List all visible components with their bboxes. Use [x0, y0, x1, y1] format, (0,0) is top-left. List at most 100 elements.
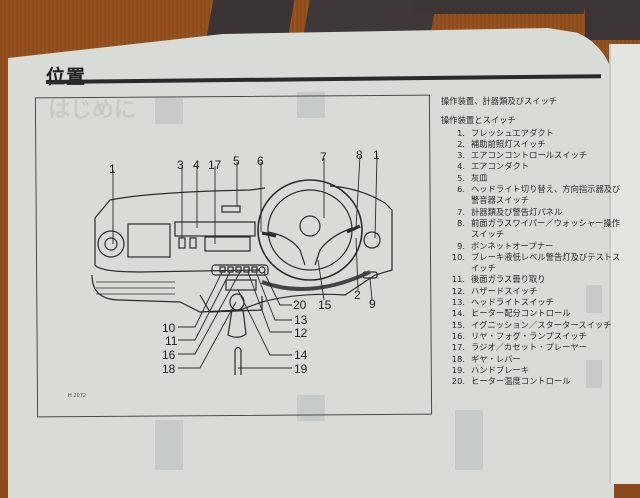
callout-14: 14 [294, 348, 308, 362]
legend-item: 11. 後面ガラス曇り取り [441, 274, 611, 285]
legend-item: 6. ヘッドライト切り替え、方向指示器及び [441, 184, 620, 195]
item-text: ボンネットオープナー [471, 240, 554, 251]
item-number: 19. [451, 364, 465, 375]
background-shadow [585, 0, 640, 40]
callout-6: 6 [257, 154, 264, 168]
legend-heading: 操作装置、計器類及びスイッチ [441, 96, 558, 106]
callout-12: 12 [294, 326, 308, 340]
callout-4: 4 [193, 158, 200, 172]
legend-item: 2. 補助前照灯スイッチ [441, 139, 611, 150]
callout-1: 1 [109, 162, 116, 176]
item-text: エアコンダクト [471, 161, 530, 172]
callout-16: 16 [162, 348, 176, 362]
item-text: ギヤ・レバー [471, 353, 521, 364]
item-text: イグニッション／スタータースイッチ [471, 319, 612, 330]
callout-17: 17 [208, 158, 222, 172]
legend-item: 9. ボンネットオープナー [441, 241, 611, 252]
item-text: ヘッドライトスイッチ [471, 297, 554, 308]
legend-item: 8. 前面ガラスワイパー／ウォッシャー操作 [441, 217, 620, 229]
callout-15: 15 [318, 298, 332, 312]
item-number: 11. [451, 274, 465, 285]
facing-page [611, 44, 640, 484]
legend-item: 19. ハンドブレーキ [441, 365, 611, 376]
legend-item: 7. 計器類及び警告灯パネル [441, 207, 611, 218]
ghost-icon-box [586, 360, 602, 388]
item-continuation: イッチ [471, 263, 496, 274]
legend-item: 20. ヒーター温度コントロール [441, 376, 611, 387]
figure-code: H 2072 [68, 393, 87, 399]
legend-item: 13. ヘッドライトスイッチ [441, 297, 611, 308]
callout-13: 13 [294, 313, 308, 327]
item-text: リヤ・フォグ・ランプスイッチ [471, 330, 587, 341]
callout-3: 3 [177, 158, 184, 172]
legend-item: 17. ラジオ／カセット・プレーヤー [441, 342, 611, 353]
item-text: ヒーター温度コントロール [471, 376, 571, 387]
legend-item: 5. 灰皿 [441, 173, 611, 184]
legend-list: 操作装置、計器類及びスイッチ 操作装置とスイッチ 1. フレッシュエアダクト 2.… [441, 96, 621, 387]
item-text: 後面ガラス曇り取り [471, 274, 546, 285]
callout-8: 8 [356, 148, 363, 162]
item-number: 12. [451, 285, 465, 296]
item-text: 前面ガラスワイパー／ウォッシャー操作 [471, 217, 621, 228]
callout-1b: 1 [373, 148, 380, 162]
item-text: フレッシュエアダクト [471, 127, 554, 138]
item-number: 2. [457, 138, 465, 149]
item-text: 灰皿 [471, 172, 488, 183]
item-text: 補助前照灯スイッチ [471, 138, 546, 149]
item-text: ハンドブレーキ [471, 364, 530, 375]
page-gutter [609, 44, 612, 484]
item-number: 20. [451, 376, 465, 387]
legend-item: 18. ギヤ・レバー [441, 354, 611, 365]
item-number: 1. [457, 127, 465, 138]
ghost-heading: はじめに [48, 98, 137, 123]
callout-18: 18 [162, 362, 176, 376]
item-text: ブレーキ液低レベル警告灯及びテストス [471, 251, 621, 262]
item-text: ヘッドライト切り替え、方向指示器及び [471, 184, 621, 195]
item-number: 14. [451, 308, 465, 319]
item-text: ヒーター配分コントロール [471, 308, 571, 319]
callout-19: 19 [294, 362, 308, 376]
legend-item: 1. フレッシュエアダクト [441, 128, 611, 139]
legend-item: 4. エアコンダクト [441, 161, 611, 172]
ghost-icon-box [155, 440, 183, 470]
item-number: 17. [451, 342, 465, 353]
item-number: 18. [451, 353, 465, 364]
legend-item: 15. イグニッション／スタータースイッチ [441, 319, 612, 331]
callout-7: 7 [320, 150, 327, 164]
item-number: 13. [451, 297, 465, 308]
ghost-icon-box [455, 410, 483, 440]
ghost-icon-box [297, 395, 325, 421]
item-number: 5. [457, 172, 465, 183]
legend-item: 3. エアコンコントロールスイッチ [441, 150, 611, 161]
callout-10: 10 [162, 321, 176, 335]
item-continuation: 警音器スイッチ [471, 195, 530, 206]
item-text: 計器類及び警告灯パネル [471, 206, 563, 217]
legend-item: 16. リヤ・フォグ・ランプスイッチ [441, 331, 611, 342]
item-number: 9. [457, 240, 465, 251]
item-continuation: スイッチ [471, 229, 505, 240]
legend-item: 12. ハザードスイッチ [441, 286, 611, 297]
item-number: 7. [457, 206, 465, 217]
callout-9: 9 [369, 297, 376, 311]
dashboard-diagram [91, 155, 393, 375]
item-number: 4. [457, 161, 465, 172]
legend-subheading: 操作装置とスイッチ [441, 115, 516, 126]
legend-item: 14. ヒーター配分コントロール [441, 308, 611, 319]
ghost-icon-box [155, 98, 183, 124]
callout-2: 2 [354, 288, 361, 302]
callout-11: 11 [165, 334, 178, 348]
item-number: 8. [457, 217, 465, 228]
item-text: ラジオ／カセット・プレーヤー [471, 342, 587, 353]
item-number: 15. [451, 319, 465, 330]
item-text: ハザードスイッチ [471, 285, 538, 296]
callout-5: 5 [233, 154, 240, 168]
item-number: 6. [457, 184, 465, 195]
item-number: 10. [451, 251, 465, 262]
item-number: 16. [451, 330, 465, 341]
legend-item: 10. ブレーキ液低レベル警告灯及びテストス [441, 251, 621, 263]
ghost-icon-box [586, 285, 602, 313]
item-text: エアコンコントロールスイッチ [471, 150, 588, 161]
ghost-icon-box [297, 92, 325, 118]
item-number: 3. [457, 150, 465, 161]
callout-20: 20 [293, 298, 307, 312]
